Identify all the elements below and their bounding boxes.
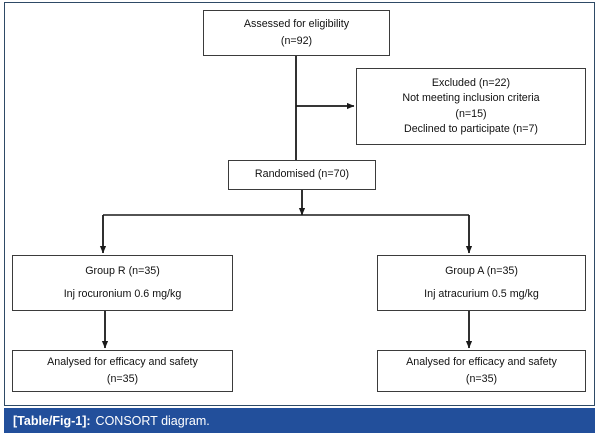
node-analysed-r-line-1: Analysed for efficacy and safety bbox=[47, 356, 198, 369]
node-excluded-line-2: Not meeting inclusion criteria bbox=[402, 92, 540, 105]
node-analysed-a-line-1: Analysed for efficacy and safety bbox=[406, 356, 557, 369]
node-randomised-line-1: Randomised (n=70) bbox=[254, 168, 350, 181]
flow-connectors bbox=[99, 56, 473, 349]
node-analysed-group-a: Analysed for efficacy and safety (n=35) bbox=[377, 350, 586, 392]
node-group-a-line-2: Inj atracurium 0.5 mg/kg bbox=[424, 288, 539, 300]
figure-caption-bar: [Table/Fig-1]: CONSORT diagram. bbox=[4, 408, 595, 433]
consort-diagram: Assessed for eligibility (n=92) Excluded… bbox=[12, 10, 586, 392]
node-excluded-line-4: Declined to participate (n=7) bbox=[404, 122, 538, 135]
node-group-a: Group A (n=35) Inj atracurium 0.5 mg/kg bbox=[377, 255, 586, 311]
node-excluded: Excluded (n=22) Not meeting inclusion cr… bbox=[356, 68, 586, 145]
node-assessed-for-eligibility: Assessed for eligibility (n=92) bbox=[203, 10, 390, 56]
node-assessed-line-1: Assessed for eligibility bbox=[243, 18, 350, 31]
node-excluded-line-3: (n=15) bbox=[455, 107, 487, 120]
figure-caption-text: CONSORT diagram. bbox=[95, 413, 210, 428]
node-analysed-group-r: Analysed for efficacy and safety (n=35) bbox=[12, 350, 233, 392]
node-analysed-r-line-2: (n=35) bbox=[106, 372, 139, 385]
node-analysed-a-line-2: (n=35) bbox=[465, 372, 498, 385]
node-group-r: Group R (n=35) Inj rocuronium 0.6 mg/kg bbox=[12, 255, 233, 311]
node-assessed-line-2: (n=92) bbox=[280, 34, 313, 47]
node-excluded-line-1: Excluded (n=22) bbox=[431, 77, 511, 90]
node-group-r-line-1: Group R (n=35) bbox=[85, 264, 160, 277]
node-group-r-line-2: Inj rocuronium 0.6 mg/kg bbox=[63, 288, 182, 300]
node-group-a-line-1: Group A (n=35) bbox=[445, 264, 518, 277]
figure-caption-tag: [Table/Fig-1]: bbox=[13, 413, 91, 428]
node-randomised: Randomised (n=70) bbox=[228, 160, 376, 190]
